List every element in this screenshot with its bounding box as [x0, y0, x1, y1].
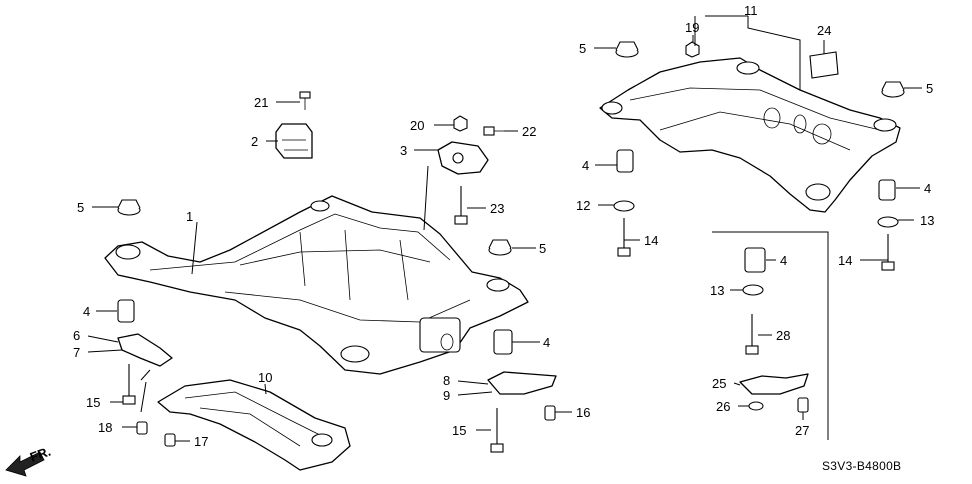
bolt-15-a [122, 364, 136, 405]
washer-13-a [877, 216, 899, 228]
callout-24: 24 [817, 23, 831, 38]
bracket-25 [739, 373, 809, 395]
callout-13a: 13 [920, 213, 934, 228]
callout-5a: 5 [77, 200, 84, 215]
callout-15b: 15 [452, 423, 466, 438]
callout-23: 23 [490, 201, 504, 216]
bushing-4-e [744, 247, 766, 273]
callout-5c: 5 [579, 41, 586, 56]
callout-7: 7 [73, 345, 80, 360]
callout-4a: 4 [83, 304, 90, 319]
bolt-17 [164, 433, 176, 447]
bracket-3 [437, 141, 489, 175]
diagram-code: S3V3-B4800B [822, 459, 901, 473]
callout-12: 12 [576, 198, 590, 213]
callout-13b: 13 [710, 283, 724, 298]
bolt-14-b [881, 234, 895, 271]
callout-17: 17 [194, 434, 208, 449]
bushing-4-b [493, 329, 513, 355]
callout-18: 18 [98, 420, 112, 435]
bolt-15-b [490, 408, 504, 453]
callout-9: 9 [443, 388, 450, 403]
stopper-2 [275, 123, 313, 159]
washer-12 [613, 200, 635, 212]
bolt-28 [745, 314, 759, 355]
cap-5-mid [488, 239, 512, 256]
bolt-27 [797, 397, 809, 413]
cap-5-top [615, 41, 639, 58]
callout-16: 16 [576, 405, 590, 420]
bolt-14-a [617, 218, 631, 257]
callout-26: 26 [716, 399, 730, 414]
callout-15a: 15 [86, 395, 100, 410]
washer-13-b [742, 284, 764, 296]
rear-brace [157, 379, 351, 471]
callout-5d: 5 [926, 81, 933, 96]
front-label: FR. [28, 444, 53, 465]
callout-11: 11 [744, 3, 758, 18]
bushing-4-a [117, 299, 135, 323]
callout-1: 1 [186, 209, 193, 224]
bracket-6-7 [117, 333, 173, 367]
bolt-23 [454, 186, 468, 225]
callout-8: 8 [443, 373, 450, 388]
callout-28: 28 [776, 328, 790, 343]
bushing-4-d [878, 179, 896, 201]
callout-4e: 4 [780, 253, 787, 268]
bolt-18 [136, 421, 148, 435]
nut-20 [453, 115, 468, 132]
callout-10: 10 [258, 370, 272, 385]
bolt-16 [544, 405, 556, 421]
callout-20: 20 [410, 118, 424, 133]
nut-26 [748, 401, 764, 411]
callout-4b: 4 [543, 335, 550, 350]
callout-22: 22 [522, 124, 536, 139]
callout-27: 27 [795, 423, 809, 438]
callout-6: 6 [73, 328, 80, 343]
callout-numbers: 1 2 3 4 4 4 4 4 5 5 5 5 6 7 8 9 10 11 12… [73, 3, 934, 449]
callout-19: 19 [685, 20, 699, 35]
cap-5-left [117, 199, 141, 216]
cap-5-right [881, 81, 905, 98]
callout-5b: 5 [539, 241, 546, 256]
callout-2: 2 [251, 134, 258, 149]
label-24 [809, 51, 839, 79]
leader-lines [87, 15, 922, 442]
front-subframe [104, 195, 529, 375]
callout-3: 3 [400, 143, 407, 158]
nut-19 [685, 41, 700, 58]
front-direction-indicator: FR. [5, 444, 53, 477]
callout-25: 25 [712, 376, 726, 391]
callout-14b: 14 [838, 253, 852, 268]
bushing-4-c [616, 149, 634, 173]
callout-4c: 4 [582, 158, 589, 173]
bolt-21 [299, 91, 311, 110]
bracket-8-9 [487, 371, 557, 395]
bolt-22 [483, 126, 504, 136]
callout-4d: 4 [924, 181, 931, 196]
front-arrow-icon [5, 451, 45, 477]
callout-14a: 14 [644, 233, 658, 248]
callout-21: 21 [254, 95, 268, 110]
rear-subframe [599, 57, 901, 213]
